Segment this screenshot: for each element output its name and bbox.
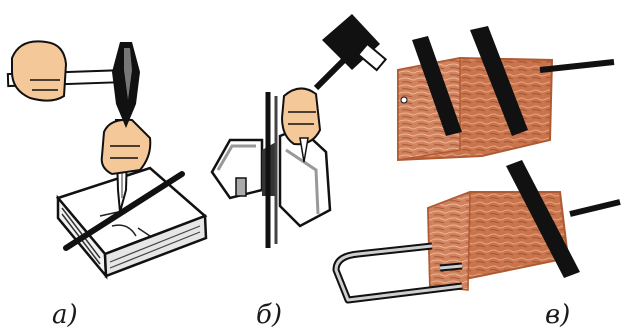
vise [210,126,332,228]
panel-c-drawing [332,26,621,304]
blade-lower [506,160,580,278]
wood-block-upper [397,56,554,162]
hand-holding-hammer [11,40,68,102]
chisel-b [299,137,309,163]
rod-c-upper [539,59,615,73]
hand-holding-chisel [100,118,152,176]
plate-block [55,166,208,280]
hammer-b [313,14,388,91]
hand-holding-chisel-b [280,87,322,146]
blade-upper-left [412,36,462,136]
caption-panel-c: в) [545,300,571,330]
blade-upper-right [470,26,528,136]
rod-c-lower [569,199,621,217]
caption-panel-a: а) [52,300,78,330]
caption-panel-b: б) [256,300,283,330]
bent-wire [332,242,463,304]
panel-b-drawing [210,14,388,248]
panel-a-drawing [6,40,208,280]
rod-a [63,171,185,251]
